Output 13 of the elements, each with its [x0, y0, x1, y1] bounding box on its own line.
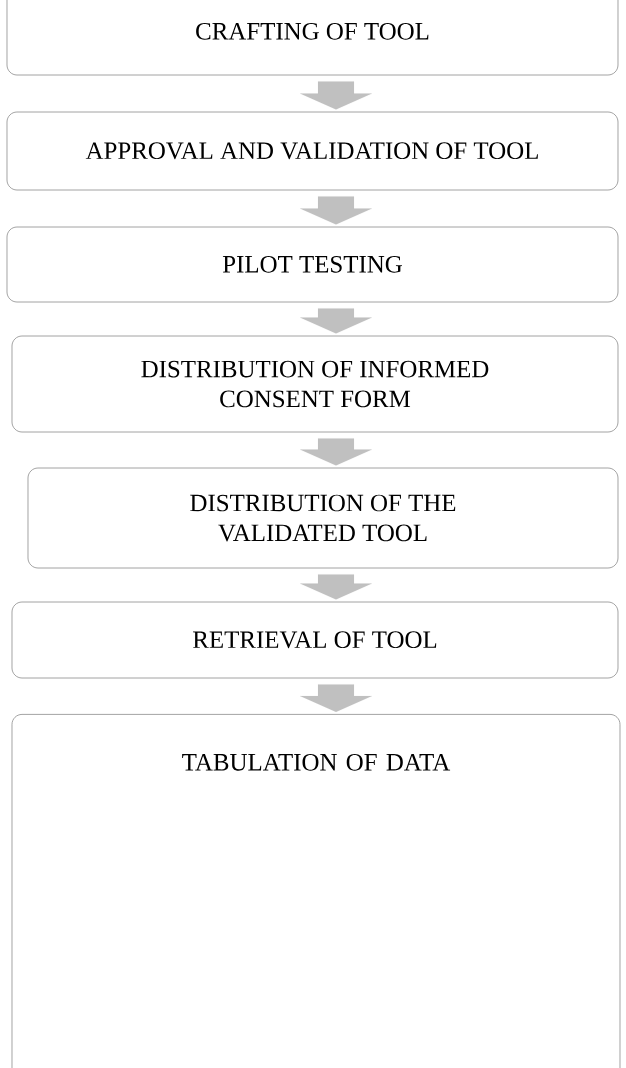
process-box: CRAFTING OF TOOL: [6, 0, 619, 76]
process-box: RETRIEVAL OF TOOL: [11, 601, 619, 679]
process-box: TABULATION OF DATA: [11, 714, 621, 1068]
process-box: DISTRIBUTION OF THE VALIDATED TOOL: [27, 467, 619, 569]
block-arrow: [299, 574, 373, 600]
block-arrow: [299, 438, 373, 466]
process-box: PILOT TESTING: [6, 226, 619, 303]
block-arrow: [299, 684, 373, 713]
process-box: APPROVAL AND VALIDATION OF TOOL: [6, 111, 619, 191]
block-arrow: [299, 196, 373, 225]
block-arrow: [299, 81, 373, 110]
process-box: DISTRIBUTION OF INFORMED CONSENT FORM: [11, 335, 619, 433]
block-arrow: [299, 308, 373, 334]
